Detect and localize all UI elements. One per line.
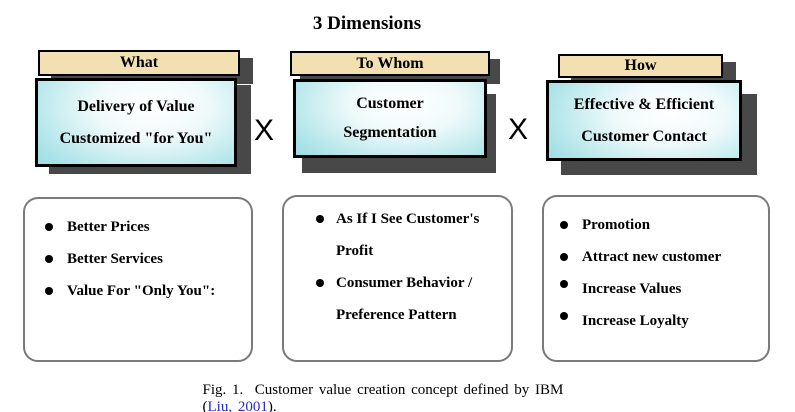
header-label-to-whom: To Whom: [356, 54, 424, 72]
list-item-label: Better Prices: [67, 219, 150, 235]
list-item-label: Better Services: [67, 251, 163, 267]
list-item-line: Preference Pattern: [336, 307, 457, 323]
bullet-icon: [560, 221, 568, 229]
list-item: As If I See Customer's Profit: [316, 203, 505, 267]
header-box-what: What: [38, 50, 240, 76]
list-box-to-whom: As If I See Customer's Profit Consumer B…: [282, 195, 513, 362]
value-box-segmentation-line2: Segmentation: [343, 124, 437, 141]
list-item-line: Consumer Behavior /: [336, 275, 473, 291]
list-item-label: As If I See Customer's Profit: [336, 203, 479, 267]
list-item: Better Services: [45, 243, 245, 275]
citation-link[interactable]: Liu, 2001: [207, 399, 268, 412]
list-item-line: As If I See Customer's: [336, 211, 480, 227]
value-box-delivery-line1: Delivery of Value: [77, 97, 195, 115]
value-box-contact: Effective & Efficient Customer Contact: [546, 80, 742, 161]
bullet-icon: [45, 255, 53, 263]
list-item: Increase Loyalty: [560, 305, 762, 337]
multiply-symbol-2: X: [507, 113, 529, 146]
header-label-how: How: [624, 57, 657, 74]
list-item: Consumer Behavior / Preference Pattern: [316, 267, 505, 331]
list-item: Attract new customer: [560, 241, 762, 273]
list-item: Increase Values: [560, 273, 762, 305]
figure-caption: Fig. 1. Customer value creation concept …: [203, 382, 598, 412]
list-item-label: Consumer Behavior / Preference Pattern: [336, 267, 472, 331]
list-item: Value For "Only You":: [45, 275, 245, 307]
bullet-icon: [45, 287, 53, 295]
bullet-icon: [316, 215, 324, 223]
list-item-label: Attract new customer: [582, 249, 722, 265]
list-item-label: Increase Loyalty: [582, 313, 689, 329]
bullet-icon: [560, 312, 568, 320]
value-box-delivery-line2: Customized "for You": [59, 129, 213, 147]
list-box-what: Better Prices Better Services Value For …: [23, 197, 253, 362]
caption-suffix: ).: [267, 399, 277, 412]
header-box-how: How: [558, 54, 723, 78]
value-box-contact-line2: Customer Contact: [581, 127, 707, 145]
value-box-segmentation: Customer Segmentation: [293, 79, 487, 158]
value-box-contact-line1: Effective & Efficient: [573, 95, 715, 113]
multiply-symbol-1: X: [253, 114, 275, 147]
list-item: Promotion: [560, 209, 762, 241]
diagram-title: 3 Dimensions: [312, 13, 422, 34]
list-item-label: Increase Values: [582, 281, 682, 297]
list-item: Better Prices: [45, 211, 245, 243]
bullet-icon: [45, 223, 53, 231]
caption-prefix: Fig. 1. Customer value creation concept …: [202, 382, 570, 412]
bullet-icon: [316, 279, 324, 287]
bullet-icon: [560, 280, 568, 288]
list-item-label: Value For "Only You":: [67, 283, 216, 299]
list-box-how: Promotion Attract new customer Increase …: [542, 195, 770, 362]
bullet-icon: [560, 253, 568, 261]
value-box-delivery: Delivery of Value Customized "for You": [35, 78, 237, 167]
list-item-line: Profit: [336, 243, 374, 259]
value-box-segmentation-line1: Customer: [356, 95, 424, 112]
list-item-label: Promotion: [582, 217, 651, 233]
header-box-to-whom: To Whom: [290, 51, 490, 76]
header-label-what: What: [119, 54, 159, 71]
